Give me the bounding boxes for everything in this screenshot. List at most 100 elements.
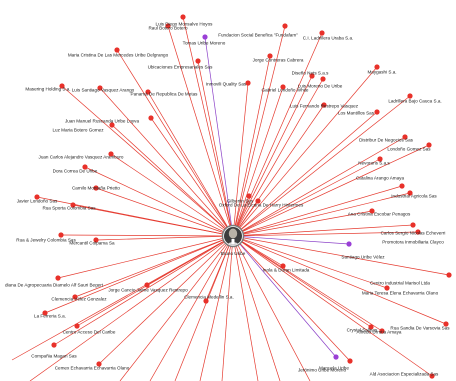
graph-edge bbox=[232, 75, 313, 237]
graph-node[interactable] bbox=[246, 193, 252, 199]
graph-node[interactable] bbox=[114, 47, 120, 53]
graph-node[interactable] bbox=[165, 23, 171, 29]
graph-node[interactable] bbox=[410, 222, 416, 228]
graph-node-label: Maria Cristina De Las Mercedes Uribe Del… bbox=[68, 53, 169, 58]
graph-node[interactable] bbox=[255, 198, 261, 204]
graph-node-label: Diseño Nets S.a.s bbox=[292, 71, 329, 76]
graph-node-label: Maria Teresa Elena Echavarria Olano bbox=[362, 291, 439, 296]
graph-node[interactable] bbox=[195, 58, 201, 64]
graph-edge bbox=[204, 36, 234, 237]
graph-node-label: Juan Manuel Ruscanda Uribe Loyva bbox=[65, 119, 139, 124]
graph-node[interactable] bbox=[93, 237, 99, 243]
graph-node[interactable] bbox=[333, 354, 339, 360]
graph-node-label: Jorge Contreras Cabrera bbox=[253, 58, 304, 63]
graph-node[interactable] bbox=[369, 208, 375, 214]
graph-node[interactable] bbox=[426, 142, 432, 148]
graph-edge bbox=[232, 210, 373, 237]
graph-node-label: Inmovili Quality Sas bbox=[206, 82, 247, 87]
graph-node-label: C.I. Ladrillera Uraba S.a. bbox=[303, 36, 354, 41]
graph-edge-offscreen bbox=[232, 235, 281, 381]
graph-node-label: Los Mantillos Sas bbox=[338, 111, 375, 116]
graph-node[interactable] bbox=[148, 115, 154, 121]
graph-edge bbox=[84, 166, 234, 237]
graph-node-label: Carlos Sergio Nicolas Echeverri bbox=[381, 231, 446, 236]
graph-edge bbox=[110, 153, 234, 237]
graph-node-label: Luz Maria Botero Gomez bbox=[52, 128, 104, 133]
graph-edge bbox=[232, 231, 419, 237]
graph-edge bbox=[111, 124, 234, 237]
center-node[interactable]: Bruno Uribe bbox=[221, 224, 246, 257]
graph-node[interactable] bbox=[399, 183, 405, 189]
graph-node-label: Rua Sporta Colombia Sas bbox=[42, 206, 96, 211]
graph-node-label: Santiago Uribe Vélez bbox=[341, 255, 385, 260]
graph-node[interactable] bbox=[144, 282, 150, 288]
graph-node-label: Juan Carlos Alejandro Vasquez Aramburo bbox=[39, 155, 124, 160]
graph-node[interactable] bbox=[245, 80, 251, 86]
graph-edge-offscreen bbox=[199, 235, 234, 381]
graph-node[interactable] bbox=[108, 151, 114, 157]
graph-node[interactable] bbox=[282, 23, 288, 29]
graph-node[interactable] bbox=[374, 64, 380, 70]
graph-node[interactable] bbox=[402, 134, 408, 140]
graph-edge bbox=[60, 234, 234, 237]
graph-node-label: Fundacion Social Benefica "Fundafam" bbox=[218, 33, 298, 38]
graph-node[interactable] bbox=[51, 342, 57, 348]
graph-node[interactable] bbox=[74, 323, 80, 329]
graph-node[interactable] bbox=[97, 85, 103, 91]
graph-node[interactable] bbox=[407, 93, 413, 99]
graph-node[interactable] bbox=[443, 321, 449, 327]
graph-node[interactable] bbox=[109, 122, 115, 128]
graph-nodes bbox=[34, 14, 452, 379]
graph-node[interactable] bbox=[429, 373, 435, 379]
graph-node-label: Ubicaciones Empresariales Sas bbox=[148, 65, 214, 70]
graph-node[interactable] bbox=[309, 73, 315, 79]
graph-edge bbox=[72, 204, 234, 237]
graph-node[interactable] bbox=[72, 294, 78, 300]
graph-node[interactable] bbox=[59, 83, 65, 89]
graph-node[interactable] bbox=[55, 275, 61, 281]
graph-edge bbox=[232, 95, 411, 237]
graph-node[interactable] bbox=[280, 263, 286, 269]
graph-node[interactable] bbox=[203, 298, 209, 304]
graph-node[interactable] bbox=[42, 310, 48, 316]
center-node-portrait-icon bbox=[224, 227, 242, 245]
graph-node[interactable] bbox=[446, 272, 452, 278]
graph-node[interactable] bbox=[145, 89, 151, 95]
graph-node[interactable] bbox=[93, 185, 99, 191]
graph-node[interactable] bbox=[384, 285, 390, 291]
graph-node[interactable] bbox=[280, 84, 286, 90]
graph-node-label: Raul Botero Botero bbox=[148, 26, 188, 31]
graph-node-label: Alfredo Urrutia Amaya bbox=[357, 330, 402, 335]
graph-node-label: Luis Fernando Restrepo Vasquez bbox=[290, 104, 359, 109]
graph-node-label: diana De Agropecuaria Diamelo Alf Sauri … bbox=[5, 283, 104, 288]
graph-node[interactable] bbox=[96, 361, 102, 367]
graph-node-label: Distribur De Negocios Sas bbox=[359, 138, 414, 143]
graph-node[interactable] bbox=[319, 30, 325, 36]
graph-node[interactable] bbox=[377, 156, 383, 162]
graph-node-label: Catalina Arango Amaya bbox=[356, 176, 404, 181]
graph-edge bbox=[232, 86, 284, 237]
graph-node[interactable] bbox=[415, 229, 421, 235]
graph-node-label: Ald Asociacion Especializada Sas bbox=[370, 372, 439, 377]
graph-node[interactable] bbox=[70, 202, 76, 208]
graph-node[interactable] bbox=[180, 14, 186, 20]
graph-node[interactable] bbox=[407, 190, 413, 196]
graph-node[interactable] bbox=[347, 358, 353, 364]
graph-node[interactable] bbox=[34, 194, 40, 200]
graph-node[interactable] bbox=[379, 328, 385, 334]
graph-node[interactable] bbox=[82, 164, 88, 170]
graph-node[interactable] bbox=[368, 324, 374, 330]
graph-node[interactable] bbox=[320, 76, 326, 82]
graph-node[interactable] bbox=[202, 34, 208, 40]
graph-node[interactable] bbox=[346, 241, 352, 247]
graph-node[interactable] bbox=[321, 102, 327, 108]
graph-edge bbox=[116, 49, 234, 237]
graph-node[interactable] bbox=[267, 53, 273, 59]
graph-node[interactable] bbox=[58, 232, 64, 238]
graph-edge bbox=[167, 25, 234, 237]
graph-node[interactable] bbox=[374, 109, 380, 115]
graph-edge bbox=[232, 158, 381, 237]
graph-edge bbox=[232, 235, 351, 362]
graph-node-label: Luis Diego Monsalve Hoyos bbox=[156, 22, 214, 27]
